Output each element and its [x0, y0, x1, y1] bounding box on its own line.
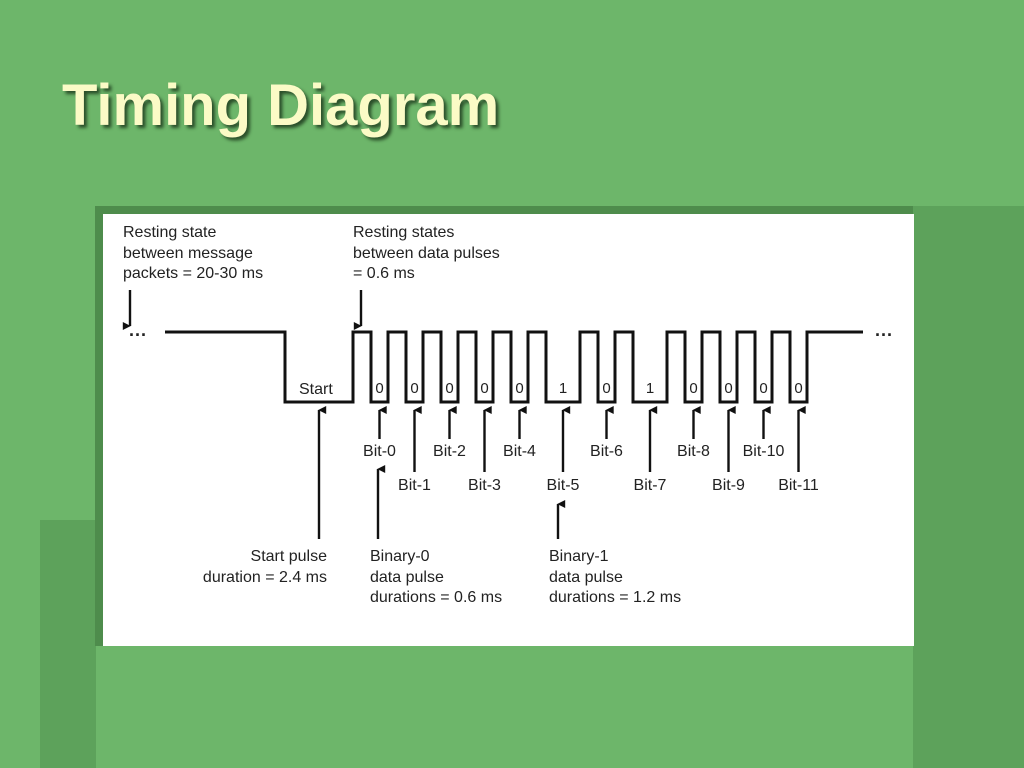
bit-value-7: 1 — [645, 380, 655, 397]
bit-value-6: 0 — [602, 380, 611, 397]
timing-diagram-graphic — [122, 290, 863, 539]
bit-label-9: Bit-9 — [712, 477, 745, 494]
bit-label-2: Bit-2 — [433, 443, 466, 460]
diagram-panel: Resting state between message packets = … — [103, 214, 914, 646]
bit-label-3: Bit-3 — [468, 477, 501, 494]
bit-value-2: 0 — [445, 380, 454, 397]
resting-states-label: Resting states between data pulses = 0.6… — [353, 224, 500, 282]
bit-label-4: Bit-4 — [503, 443, 536, 460]
background-block-right — [913, 206, 1024, 768]
bit-value-8: 0 — [689, 380, 698, 397]
start-label: Start — [299, 381, 333, 398]
bit-label-5: Bit-5 — [546, 477, 580, 494]
bit-label-10: Bit-10 — [742, 443, 785, 460]
ellipsis-right: ... — [875, 320, 894, 340]
binary-1-label: Binary-1 data pulse durations = 1.2 ms — [549, 548, 682, 606]
bit-value-10: 0 — [759, 380, 768, 397]
bit-label-8: Bit-8 — [677, 443, 710, 460]
bit-label-6: Bit-6 — [590, 443, 623, 460]
binary-0-label: Binary-0 data pulse durations = 0.6 ms — [370, 548, 503, 606]
background-block-left — [40, 520, 96, 768]
slide-title: Timing Diagram — [62, 73, 500, 138]
bit-value-1: 0 — [410, 380, 419, 397]
panel-shadow-left — [95, 206, 103, 646]
bit-value-0: 0 — [375, 380, 384, 397]
bit-value-5: 1 — [558, 380, 568, 397]
bit-value-4: 0 — [515, 380, 524, 397]
bit-value-11: 0 — [794, 380, 803, 397]
bit-label-0: Bit-0 — [363, 443, 396, 460]
bit-value-3: 0 — [480, 380, 489, 397]
bit-label-7: Bit-7 — [633, 477, 667, 494]
start-pulse-label: Start pulse duration = 2.4 ms — [202, 548, 327, 586]
ellipsis-left: ... — [129, 320, 148, 340]
resting-state-label: Resting state between message packets = … — [123, 224, 264, 282]
bit-label-1: Bit-1 — [398, 477, 431, 494]
bit-value-9: 0 — [724, 380, 733, 397]
waveform-line — [165, 330, 863, 404]
bit-label-11: Bit-11 — [778, 477, 819, 494]
